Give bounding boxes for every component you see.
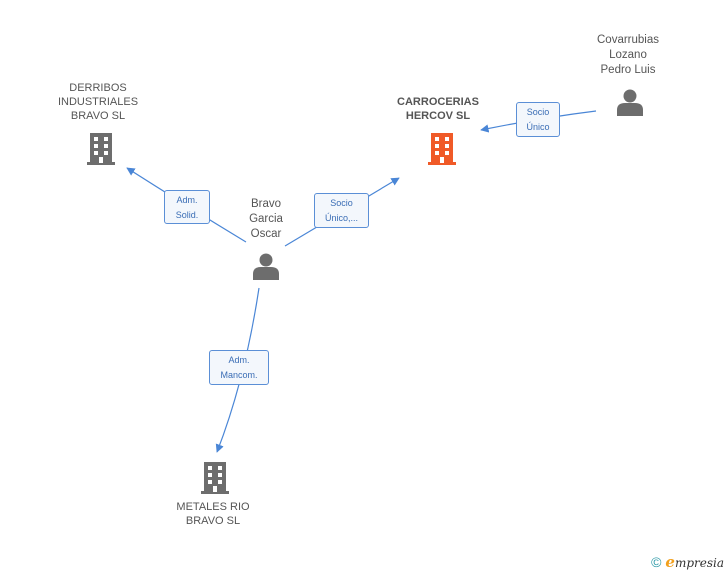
- company-label-metales[interactable]: METALES RIO BRAVO SL: [176, 501, 250, 527]
- brand-logo[interactable]: empresia: [665, 553, 724, 571]
- building-icon-highlighted[interactable]: [426, 131, 458, 165]
- brand-footer: © empresia: [651, 553, 724, 571]
- person-label-covarrubias[interactable]: Covarrubias Lozano Pedro Luis: [597, 34, 659, 76]
- building-icon[interactable]: [85, 131, 117, 165]
- company-label-carrocerias[interactable]: CARROCERIAS HERCOV SL: [397, 96, 479, 122]
- edge-label-socio-unico-multi[interactable]: Socio Único,...: [314, 193, 369, 228]
- copyright-symbol: ©: [651, 554, 662, 570]
- company-label-derribos[interactable]: DERRIBOS INDUSTRIALES BRAVO SL: [57, 82, 139, 122]
- person-icon[interactable]: [252, 252, 280, 280]
- person-icon[interactable]: [616, 88, 644, 116]
- edge-label-adm-solid[interactable]: Adm. Solid.: [164, 190, 210, 224]
- building-icon[interactable]: [199, 460, 231, 494]
- edge-label-adm-mancom[interactable]: Adm. Mancom.: [209, 350, 269, 385]
- edge-label-socio-unico[interactable]: Socio Único: [516, 102, 560, 137]
- person-label-bravo[interactable]: Bravo Garcia Oscar: [249, 198, 283, 240]
